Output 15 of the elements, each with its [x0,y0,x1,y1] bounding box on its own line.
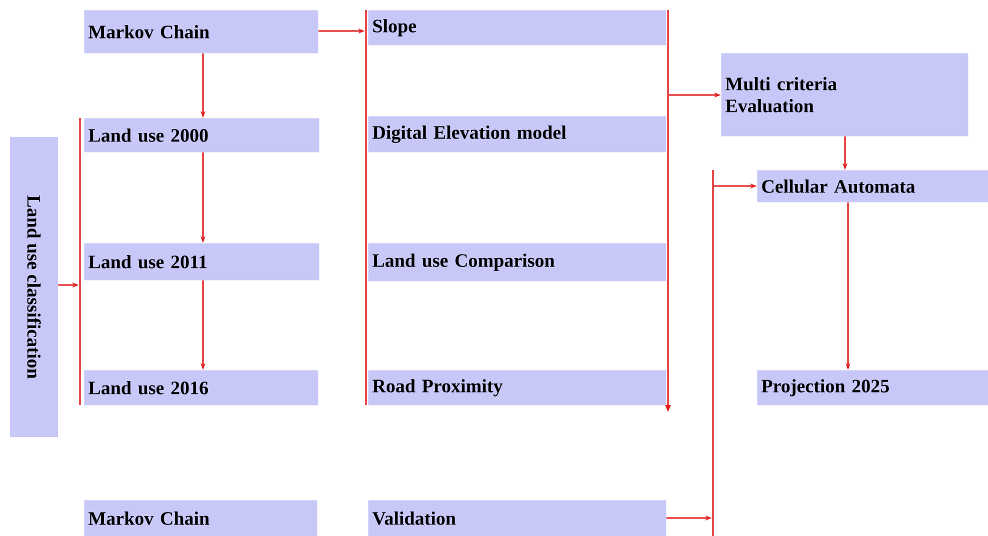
process-box: Multi criteria Evaluation [721,53,968,136]
process-box: Land use 2000 [84,118,320,152]
process-box: Validation [368,500,666,536]
process-box: Slope [368,10,666,46]
bar-arrow [665,10,671,412]
process-box: Markov Chain [84,10,318,54]
process-box: Land use 2011 [84,243,320,280]
process-box: Projection 2025 [757,370,988,406]
process-box: Digital Elevation model [368,116,666,152]
process-box: Road Proximity [368,370,666,406]
process-box: Markov Chain [84,500,318,536]
process-box: Land use 2016 [84,370,318,406]
process-box: Cellular Automata [757,170,988,202]
process-box: Land use Comparison [368,243,666,282]
rotated-box: Land use classification [10,137,58,437]
